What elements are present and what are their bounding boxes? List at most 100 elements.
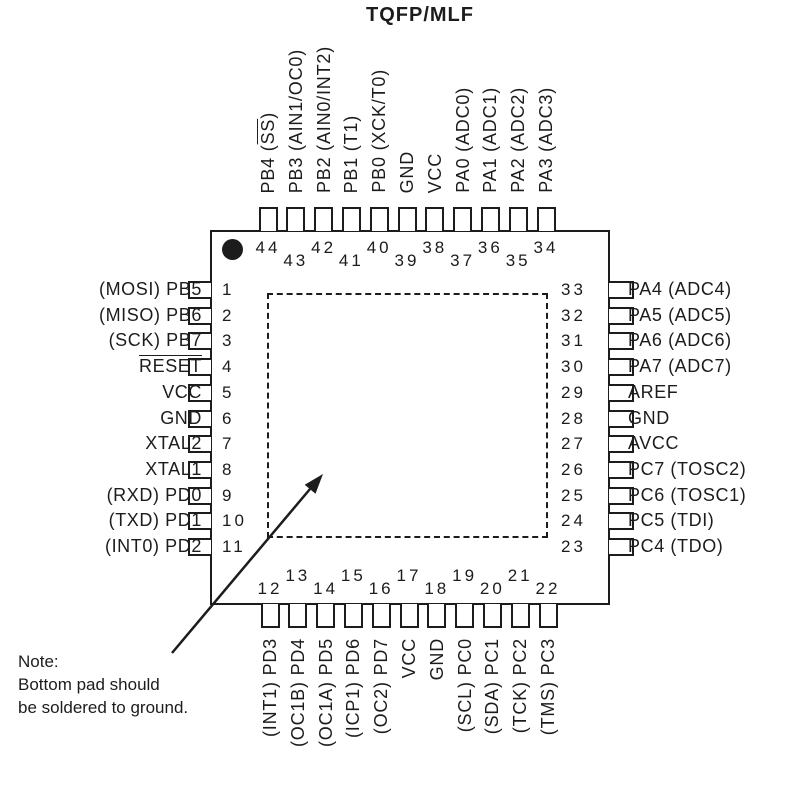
pin-41-label-text: PB1 (T1) xyxy=(341,115,362,193)
pin-4-number: 4 xyxy=(222,357,235,377)
pin-2-label: (MISO) PB6 xyxy=(18,305,202,326)
pin-43-stub xyxy=(286,207,306,231)
note-line: be soldered to ground. xyxy=(18,698,189,717)
pin-6-label-text: GND xyxy=(160,407,202,428)
pin-17-label: VCC xyxy=(399,638,420,683)
pin-44-label-text: PB4 (SS) xyxy=(258,112,279,193)
pin-19-stub xyxy=(455,604,475,628)
pin-26-stub xyxy=(609,460,634,479)
pin-22-stub xyxy=(538,604,558,628)
pin-13-label-text: (OC1B) PD4 xyxy=(288,638,309,747)
pin-38-stub xyxy=(425,207,445,231)
pin-19-number: 19 xyxy=(452,566,478,585)
note-line: Bottom pad should xyxy=(18,675,160,694)
pin-44-label-text: ) xyxy=(258,111,278,119)
pin-26-label-text: PC7 (TOSC2) xyxy=(628,458,747,479)
pin-22-label: (TMS) PC3 xyxy=(538,638,559,740)
pin-17-number: 17 xyxy=(396,566,422,585)
pin-38-label: VCC xyxy=(425,153,446,198)
pin-25-label-text: PC6 (TOSC1) xyxy=(628,484,747,505)
pin-21-label-text: (TCK) PC2 xyxy=(510,638,531,733)
pin-24-number: 24 xyxy=(561,511,586,531)
note-line: Note: xyxy=(18,652,59,671)
pin-18-stub xyxy=(427,604,447,628)
pin-22-label-text: (TMS) PC3 xyxy=(538,638,559,735)
pin-27-label: AVCC xyxy=(628,433,679,454)
pin-1-label-text: (MOSI) PB5 xyxy=(98,279,202,299)
pin-24-label: PC5 (TDI) xyxy=(628,510,714,531)
pin-32-label-text: PA5 (ADC5) xyxy=(628,304,732,325)
pin-42-number: 42 xyxy=(311,238,337,257)
pin-34-label-text: PA3 (ADC3) xyxy=(536,87,556,193)
pin-14-number: 14 xyxy=(313,579,339,598)
pin-3-stub xyxy=(188,332,211,351)
pin-6-stub xyxy=(188,409,211,428)
pin-33-stub xyxy=(609,281,634,299)
pin-15-label-text: (ICP1) PD6 xyxy=(343,638,364,738)
pin-26-number: 26 xyxy=(561,459,586,479)
pin-19-label-text: (SCL) PC0 xyxy=(454,638,475,733)
pin-10-number: 10 xyxy=(222,511,247,531)
pin-41-label-text: PB1 (T1) xyxy=(341,114,362,193)
pin-4-label-overline-text: RESET xyxy=(138,356,202,377)
pin1-indicator-dot xyxy=(222,239,243,260)
pin-30-stub xyxy=(609,358,634,377)
pin-20-label-text: (SDA) PC1 xyxy=(482,638,503,735)
pin-41-label: PB1 (T1) xyxy=(341,115,362,198)
pin-29-label: AREF xyxy=(628,382,678,403)
pin-5-number: 5 xyxy=(222,382,235,402)
pin-28-label: GND xyxy=(628,408,670,429)
note-block: Note: Bottom pad should be soldered to g… xyxy=(18,650,188,719)
pin-40-number: 40 xyxy=(366,238,392,257)
pin-30-label: PA7 (ADC7) xyxy=(628,356,732,377)
pin-33-label-text: PA4 (ADC4) xyxy=(628,279,732,299)
pin-33-label: PA4 (ADC4) xyxy=(628,279,732,300)
pin-14-label-text: (OC1A) PD5 xyxy=(315,638,336,748)
pin-9-label: (RXD) PD0 xyxy=(18,485,202,506)
pin-6-number: 6 xyxy=(222,408,235,428)
pin-36-stub xyxy=(480,207,500,231)
pin-13-label: (OC1B) PD4 xyxy=(288,638,309,752)
pin-15-label: (ICP1) PD6 xyxy=(343,638,364,743)
pin-22-label-text: (TMS) PC3 xyxy=(538,638,558,736)
pin-11-label: (INT0) PD2 xyxy=(18,536,202,557)
pin-38-label-text: VCC xyxy=(424,152,445,193)
pin-44-label-overline-text: SS xyxy=(258,118,278,144)
pin-11-label-text: (INT0) PD2 xyxy=(104,536,202,556)
pin-22-number: 22 xyxy=(535,579,561,598)
pin-12-label: (INT1) PD3 xyxy=(260,638,281,742)
pin-40-label-text: PB0 (XCK/T0) xyxy=(369,69,390,193)
pin-42-stub xyxy=(314,207,334,231)
pin-37-label-text: PA0 (ADC0) xyxy=(452,87,473,193)
pin-31-label: PA6 (ADC6) xyxy=(628,330,732,351)
pin-21-label: (TCK) PC2 xyxy=(510,638,531,738)
pin-36-label: PA1 (ADC1) xyxy=(480,87,501,198)
pin-16-label-text: (OC2) PD7 xyxy=(371,638,392,734)
pin-5-label-text: VCC xyxy=(162,381,202,402)
pin-39-number: 39 xyxy=(394,251,420,270)
pin-37-label-text: PA0 (ADC0) xyxy=(453,87,474,193)
pin-16-label: (OC2) PD7 xyxy=(371,638,392,739)
pin-24-label-text: PC5 (TDI) xyxy=(628,510,715,531)
pin-34-label: PA3 (ADC3) xyxy=(536,87,557,198)
pin-23-label: PC4 (TDO) xyxy=(628,536,723,557)
pin-14-label-text: (OC1A) PD5 xyxy=(316,638,337,747)
pin-8-label: XTAL1 xyxy=(18,459,202,480)
pin-35-label-text: PA2 (ADC2) xyxy=(508,87,529,193)
pin-20-label-text: (SDA) PC1 xyxy=(482,638,503,734)
pin-20-stub xyxy=(482,604,502,628)
pin-36-number: 36 xyxy=(477,238,503,257)
pin-16-number: 16 xyxy=(368,579,394,598)
pin-43-number: 43 xyxy=(283,251,309,270)
pin-40-stub xyxy=(369,207,389,231)
pin-34-stub xyxy=(536,207,556,231)
pin-14-stub xyxy=(316,604,336,628)
pin-20-number: 20 xyxy=(479,579,505,598)
pin-8-label-text: XTAL1 xyxy=(145,458,202,479)
pin-12-label-text: (INT1) PD3 xyxy=(260,638,280,738)
pin-35-label-text: PA2 (ADC2) xyxy=(508,87,529,193)
pin-37-number: 37 xyxy=(450,251,476,270)
pin-43-label: PB3 (AIN1/OC0) xyxy=(286,49,307,198)
pin-32-number: 32 xyxy=(561,305,586,325)
pin-7-label-text: XTAL2 xyxy=(145,433,202,454)
